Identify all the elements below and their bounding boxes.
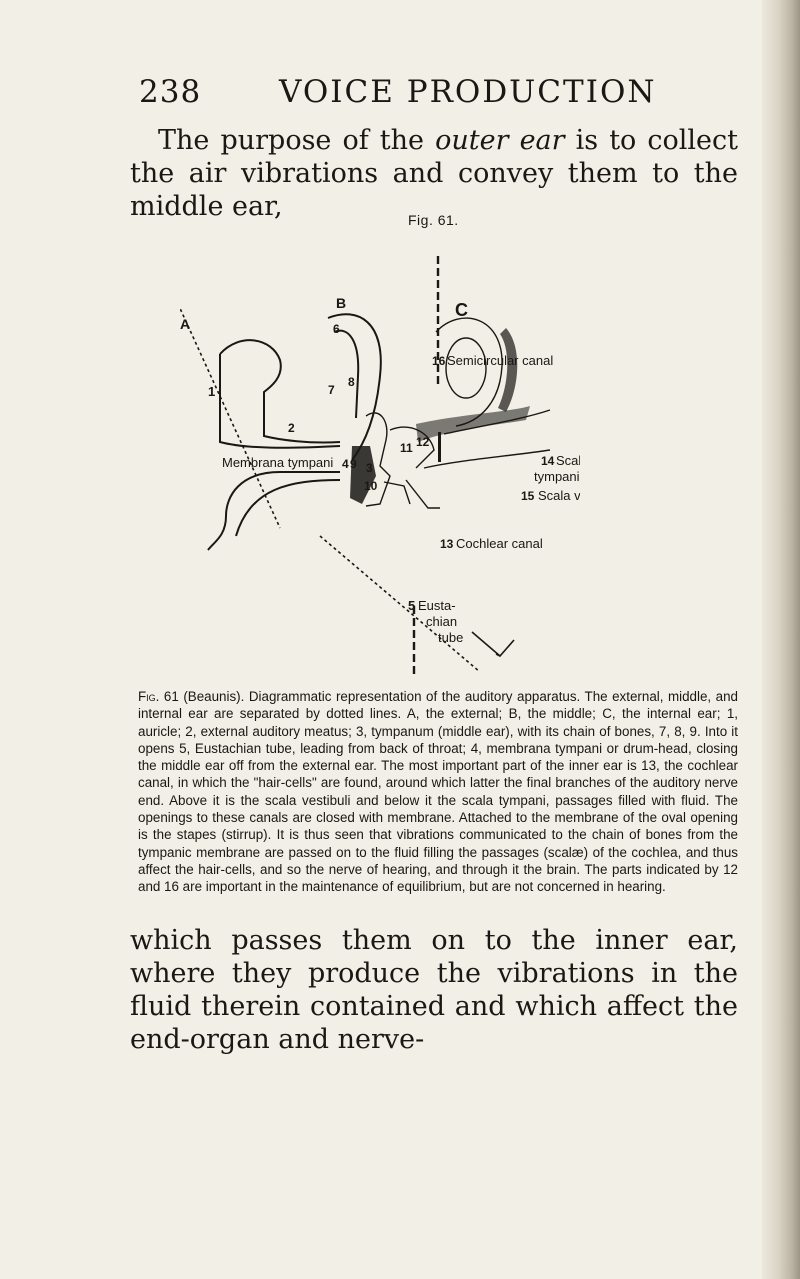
label-scala-vestibuli: Scala vestibuli bbox=[538, 488, 580, 503]
label-tympani: tympani bbox=[534, 469, 580, 484]
label-b: B bbox=[336, 295, 346, 311]
label-13: 13 bbox=[440, 537, 454, 551]
label-9: 9 bbox=[350, 457, 357, 471]
label-10: 10 bbox=[364, 479, 378, 493]
auricle-outline bbox=[207, 313, 382, 551]
label-semicircular-canal: Semicircular canal bbox=[447, 353, 553, 368]
label-5: 5 bbox=[408, 598, 415, 613]
label-c: C bbox=[455, 300, 468, 320]
book-spine-shadow bbox=[762, 0, 800, 1279]
label-a: A bbox=[180, 316, 190, 332]
label-16: 16 bbox=[432, 354, 446, 368]
running-head: VOICE PRODUCTION bbox=[279, 74, 657, 110]
label-4: 4 bbox=[342, 457, 349, 471]
label-11: 11 bbox=[400, 441, 413, 455]
label-cochlear-canal: Cochlear canal bbox=[456, 536, 543, 551]
label-3: 3 bbox=[366, 461, 373, 475]
label-14: 14 bbox=[541, 454, 555, 468]
figure-caption: Fig. 61 (Beaunis). Diagrammatic represen… bbox=[138, 688, 738, 896]
body-paragraph-top: The purpose of the outer ear is to colle… bbox=[130, 125, 738, 222]
hatched-bones bbox=[350, 328, 530, 504]
label-chian: chian bbox=[426, 614, 457, 629]
auditory-apparatus-diagram: A B C 6 1 2 7 8 9 3 10 11 12 4 16 Semici… bbox=[180, 256, 580, 676]
label-2: 2 bbox=[288, 421, 295, 435]
emphasis-outer-ear: outer ear bbox=[435, 125, 565, 156]
label-7: 7 bbox=[328, 383, 335, 397]
label-membrana-tympani: Membrana tympani bbox=[222, 455, 333, 470]
cochlear-dotted-line bbox=[319, 535, 481, 673]
page-number: 238 bbox=[139, 74, 202, 110]
body-paragraph-bottom: which passes them on to the inner ear, w… bbox=[130, 925, 738, 1055]
label-scala: Scala bbox=[556, 453, 580, 468]
label-6: 6 bbox=[333, 322, 340, 336]
caption-body: (Beaunis). Diagrammatic representation o… bbox=[138, 689, 738, 895]
label-8: 8 bbox=[348, 375, 355, 389]
label-12: 12 bbox=[416, 435, 430, 449]
label-eusta: Eusta- bbox=[418, 598, 456, 613]
label-15: 15 bbox=[521, 489, 535, 503]
label-tube: tube bbox=[438, 630, 463, 645]
label-1: 1 bbox=[208, 384, 215, 399]
caption-lead: Fig. 61 bbox=[138, 689, 179, 704]
figure-title: Fig. 61. bbox=[408, 212, 459, 228]
